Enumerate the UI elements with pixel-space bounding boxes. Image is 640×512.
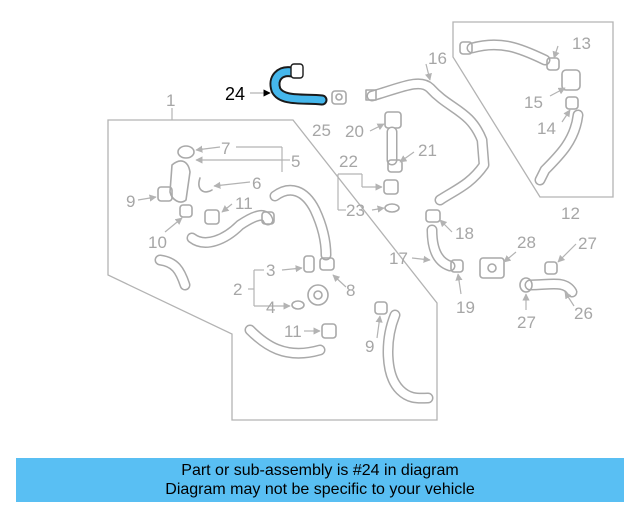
- group-1-parts: [154, 145, 434, 404]
- callout-19: 19: [456, 298, 475, 317]
- callout-28: 28: [517, 233, 536, 252]
- callout-11b: 11: [284, 322, 302, 341]
- group-outline-12: [452, 21, 614, 198]
- callout-21: 21: [418, 141, 437, 160]
- callout-9b: 9: [365, 337, 374, 356]
- callout-labels: 1 7 5 6 9 11 10 3 2 8 4 11 9 25 16 13 15…: [126, 34, 597, 356]
- callout-6: 6: [252, 174, 261, 193]
- callout-1: 1: [166, 91, 175, 110]
- callout-18: 18: [455, 224, 474, 243]
- callout-11: 11: [235, 194, 253, 213]
- callout-4: 4: [266, 298, 275, 317]
- callout-14: 14: [537, 119, 556, 138]
- hose-26-27-28: [479, 257, 578, 298]
- parts-diagram: 1 7 5 6 9 11 10 3 2 8 4 11 9 25 16 13 15…: [107, 21, 614, 421]
- callout-9: 9: [126, 192, 135, 211]
- callout-27b: 27: [517, 313, 536, 332]
- callout-8: 8: [346, 281, 355, 300]
- callout-12: 12: [561, 204, 580, 223]
- callout-26: 26: [574, 304, 593, 323]
- hose-17-19: [425, 209, 464, 273]
- hose-assembly-12: [459, 39, 584, 186]
- callout-23: 23: [346, 201, 365, 220]
- callout-20: 20: [345, 122, 364, 141]
- hose-24-highlighted: [269, 63, 328, 106]
- callout-15: 15: [524, 93, 543, 112]
- banner-line-1: Part or sub-assembly is #24 in diagram: [181, 462, 459, 479]
- callout-22: 22: [339, 152, 358, 171]
- callout-5: 5: [291, 152, 300, 171]
- pipe-16: [365, 78, 490, 206]
- callout-10: 10: [148, 233, 167, 252]
- fitting-20-21: [383, 111, 403, 213]
- callout-27: 27: [578, 234, 597, 253]
- callout-24-highlighted: 24: [225, 84, 245, 104]
- leader-lines: [137, 45, 577, 339]
- banner-line-2: Diagram may not be specific to your vehi…: [165, 481, 475, 498]
- callout-13: 13: [572, 34, 591, 53]
- callout-7: 7: [221, 139, 230, 158]
- callout-16: 16: [428, 49, 447, 68]
- group-outline-1: [107, 119, 438, 421]
- clamp-25: [331, 90, 347, 105]
- callout-3: 3: [266, 261, 275, 280]
- callout-25: 25: [312, 121, 331, 140]
- callout-17: 17: [389, 249, 408, 268]
- callout-2: 2: [233, 280, 242, 299]
- info-banner: Part or sub-assembly is #24 in diagram D…: [16, 458, 624, 502]
